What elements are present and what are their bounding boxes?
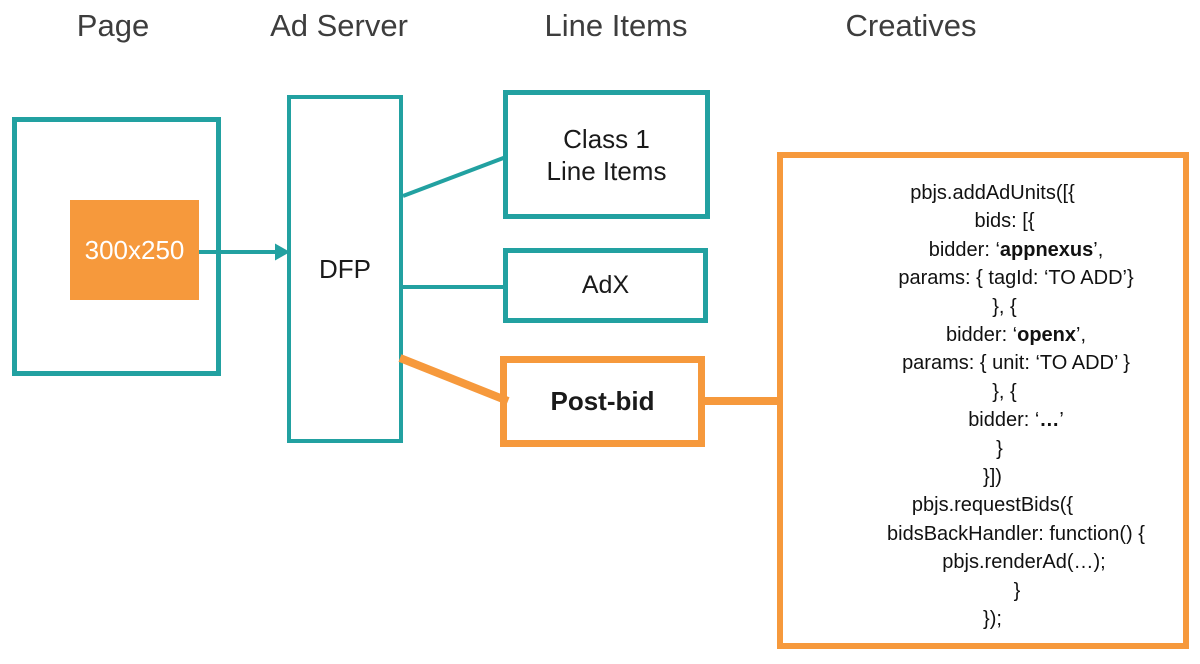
postbid-box: Post-bid (500, 356, 705, 447)
code-line: bidsBackHandler: function() { (887, 522, 1145, 545)
class1-line-items-box: Class 1 Line Items (503, 90, 710, 219)
postbid-label: Post-bid (550, 386, 655, 416)
code-line: }, { (992, 295, 1017, 318)
code-line: } (1013, 579, 1021, 602)
column-header-line-items: Line Items (544, 8, 688, 43)
creatives-code-box: pbjs.addAdUnits([{ bids: [{ bidder: ‘appne… (777, 152, 1189, 649)
code-line: }, { (992, 380, 1017, 403)
code-line: bids: [{ (974, 210, 1035, 233)
code-line: params: { unit: ‘TO ADD’ } (902, 352, 1130, 375)
code-line: bidder: ‘appnexus’, (928, 238, 1104, 261)
code-line: }); (983, 608, 1002, 631)
code-line: }]) (983, 466, 1002, 489)
code-line: } (996, 437, 1003, 460)
code-line: bidder: ‘…’ (968, 409, 1064, 432)
dfp-label: DFP (319, 253, 371, 284)
class1-label-line2: Line Items (546, 155, 667, 186)
column-header-ad-server: Ad Server (270, 8, 408, 43)
dfp-box: DFP (287, 95, 403, 443)
code-line: pbjs.renderAd(…); (942, 551, 1106, 574)
ad-slot-300x250: 300x250 (70, 200, 199, 300)
column-header-page: Page (76, 8, 150, 43)
column-header-creatives: Creatives (845, 8, 977, 43)
line-dfp-to-class1 (402, 155, 507, 198)
code-line: params: { tagId: ‘TO ADD’} (898, 267, 1134, 290)
page-box: 300x250 (12, 117, 221, 376)
line-dfp-to-postbid (398, 354, 510, 405)
code-block: pbjs.addAdUnits([{ bids: [{ bidder: ‘appne… (810, 179, 1175, 634)
code-line: pbjs.requestBids({ (911, 494, 1074, 517)
class1-label-line1: Class 1 (563, 123, 650, 154)
code-line: pbjs.addAdUnits([{ (910, 182, 1075, 204)
adx-label: AdX (581, 271, 630, 299)
adx-box: AdX (503, 248, 708, 323)
code-line: bidder: ‘openx’, (945, 324, 1087, 347)
